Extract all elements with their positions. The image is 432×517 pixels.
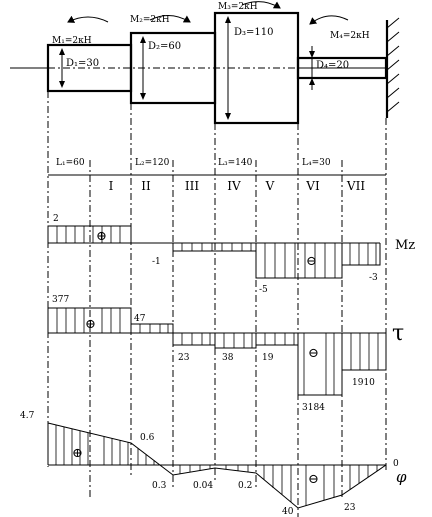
torque-value-3: -5 (259, 285, 268, 295)
moment-label-4: M₄=2кН (330, 31, 370, 41)
stress-diagram: 377 47 23 38 19 3184 1910 ⊕ ⊖ τ (47, 295, 404, 413)
stress-positive-sign: ⊕ (85, 317, 96, 332)
angle-value-8: 0 (393, 459, 399, 469)
moment-arrow-2 (149, 15, 191, 23)
moment-arrow-4 (309, 15, 349, 25)
moment-label-3: M₃=2кН (218, 2, 258, 12)
torque-value-2: -1 (152, 257, 161, 267)
torque-value-1: 2 (53, 214, 59, 224)
moment-arrow-3 (241, 1, 281, 9)
diameter-label-4: D₄=20 (316, 60, 349, 71)
diameter-label-2: D₂=60 (148, 41, 181, 52)
moment-label-1: M₁=2кН (52, 36, 92, 46)
stress-value-1: 377 (52, 295, 69, 305)
angle-value-5: 0.2 (238, 481, 252, 491)
angle-value-4: 0.04 (193, 481, 213, 491)
torque-diagram: 2 -1 -5 -3 ⊕ ⊖ Mz (47, 214, 415, 295)
angle-negative-sign: ⊖ (308, 472, 319, 487)
stress-negative-sign: ⊖ (308, 346, 319, 361)
length-label-2: L₂=120 (135, 158, 170, 168)
wall-hatching (386, 17, 400, 113)
torque-negative-sign: ⊖ (306, 254, 317, 269)
angle-positive-sign: ⊕ (72, 446, 83, 461)
stress-value-3: 23 (178, 353, 190, 363)
section-label-3: III (185, 179, 199, 193)
diameter-label-3: D₃=110 (234, 27, 274, 38)
section-label-2: II (141, 179, 151, 193)
angle-axis-label: φ (396, 468, 407, 486)
section-boundaries (47, 91, 387, 517)
stress-value-5: 19 (262, 353, 274, 363)
torque-positive-sign: ⊕ (96, 229, 107, 244)
section-label-6: VI (305, 179, 320, 193)
stress-value-4: 38 (222, 353, 234, 363)
angle-value-3: 0.3 (152, 481, 167, 491)
torque-value-4: -3 (369, 273, 378, 283)
moment-label-2: M₂=2кН (130, 15, 170, 25)
stress-value-6: 3184 (302, 403, 325, 413)
stress-value-2: 47 (134, 314, 146, 324)
angle-value-7: 23 (344, 503, 356, 513)
section-label-5: V (265, 179, 275, 193)
length-label-4: L₄=30 (302, 158, 331, 168)
section-label-1: I (109, 179, 114, 193)
length-label-1: L₁=60 (56, 158, 85, 168)
length-label-3: L₃=140 (218, 158, 253, 168)
angle-value-6: 40 (282, 507, 294, 517)
angle-diagram: 4.7 0.6 0.3 0.04 0.2 40 23 0 ⊕ ⊖ φ (20, 411, 407, 517)
stress-value-7: 1910 (352, 378, 375, 388)
diameter-label-1: D₁=30 (66, 58, 99, 69)
torque-axis-label: Mz (395, 238, 415, 253)
stress-axis-label: τ (392, 321, 404, 346)
shaft: D₁=30 D₂=60 D₃=110 D₄=20 M₁=2кН M₂=2кН M… (10, 1, 400, 125)
section-label-7: VII (346, 179, 365, 193)
angle-value-1: 4.7 (20, 411, 35, 421)
angle-value-2: 0.6 (140, 433, 155, 443)
section-label-4: IV (227, 179, 241, 193)
moment-arrow-1 (67, 15, 109, 23)
